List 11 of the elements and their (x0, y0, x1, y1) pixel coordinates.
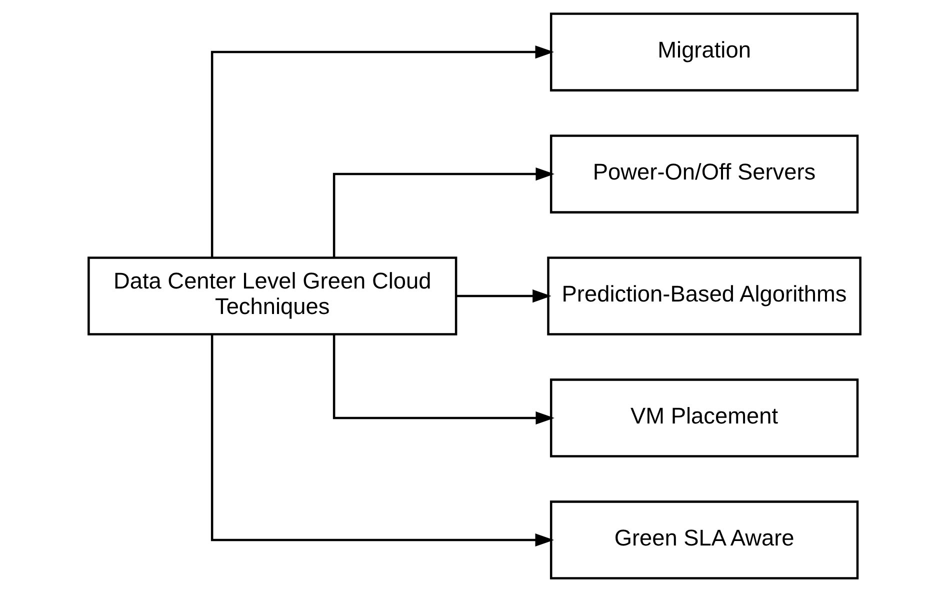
node-box: Prediction-Based Algorithms (547, 256, 862, 336)
node-box: Migration (550, 12, 859, 92)
arrow (456, 289, 552, 303)
arrow (332, 167, 554, 258)
node-box: Green SLA Aware (550, 500, 859, 580)
node-box: VM Placement (550, 378, 859, 458)
node-box: Power-On/Off Servers (550, 134, 859, 214)
arrow (210, 45, 554, 258)
node-box: Data Center Level Green Cloud Techniques (88, 256, 458, 336)
arrow (332, 334, 554, 425)
arrow (210, 334, 554, 547)
